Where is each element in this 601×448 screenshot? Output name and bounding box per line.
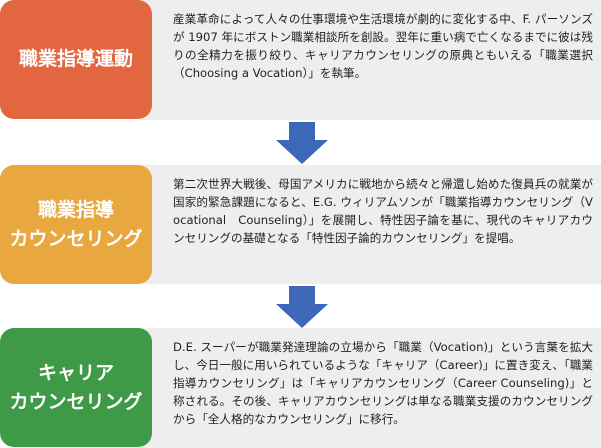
stage-2-label-text: 職業指導 カウンセリング <box>9 198 143 250</box>
stage-2-label: 職業指導 カウンセリング <box>0 165 152 284</box>
stage-1-text: 産業革命によって人々の仕事環境や生活環境が劇的に変化する中、F. パーソンズが … <box>173 12 593 80</box>
stage-3-label-text: キャリア カウンセリング <box>9 361 143 413</box>
stage-1-label-text: 職業指導運動 <box>18 48 133 70</box>
stage-3-text: D.E. スーパーが職業発達理論の立場から「職業（Vocation)」という言葉… <box>173 340 593 426</box>
stage-3-description: D.E. スーパーが職業発達理論の立場から「職業（Vocation)」という言葉… <box>140 328 601 448</box>
stage-2-description: 第二次世界大戦後、母国アメリカに戦地から続々と帰還し始めた復員兵の就業が国家的緊… <box>140 165 601 284</box>
stage-2-text: 第二次世界大戦後、母国アメリカに戦地から続々と帰還し始めた復員兵の就業が国家的緊… <box>173 177 593 245</box>
stage-1-description: 産業革命によって人々の仕事環境や生活環境が劇的に変化する中、F. パーソンズが … <box>140 0 601 120</box>
stage-3-label: キャリア カウンセリング <box>0 328 152 447</box>
down-arrow-icon <box>276 286 328 328</box>
stage-1-label: 職業指導運動 <box>0 0 152 119</box>
down-arrow-icon <box>276 122 328 164</box>
